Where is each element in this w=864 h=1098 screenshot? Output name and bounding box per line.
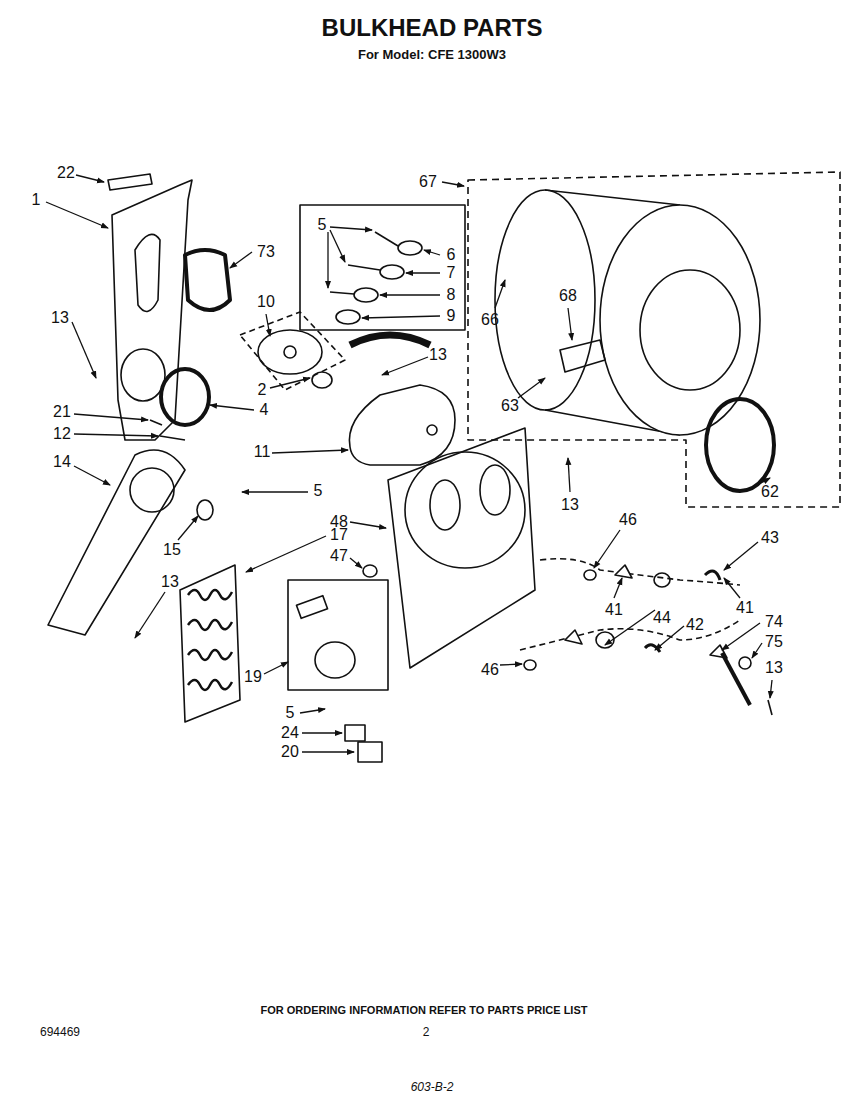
document-number: 694469: [40, 1026, 80, 1039]
page-number: 2: [423, 1026, 430, 1039]
callout-number: 10: [257, 293, 275, 311]
footer-note: FOR ORDERING INFORMATION REFER TO PARTS …: [261, 1004, 588, 1016]
callout-number: 14: [53, 453, 71, 471]
callout-number: 13: [765, 659, 783, 677]
callout-number: 13: [161, 573, 179, 591]
callout-number: 47: [330, 547, 348, 565]
callout-number: 17: [330, 526, 348, 544]
callout-number: 75: [765, 633, 783, 651]
callout-number: 8: [447, 286, 456, 304]
callout-number: 1: [32, 191, 41, 209]
callout-number: 6: [447, 246, 456, 264]
callout-number: 44: [653, 609, 671, 627]
callout-number: 21: [53, 403, 71, 421]
callout-number: 5: [286, 704, 295, 722]
callout-number: 43: [761, 529, 779, 547]
model-note: For Model: CFE 1300W3: [358, 48, 506, 62]
callout-number: 73: [257, 243, 275, 261]
callout-number: 11: [254, 443, 271, 461]
callout-number: 13: [51, 309, 69, 327]
callout-number: 13: [429, 346, 447, 364]
callout-number: 12: [53, 425, 71, 443]
callout-number: 5: [318, 216, 327, 234]
callout-number: 46: [619, 511, 637, 529]
callout-number: 68: [559, 287, 577, 305]
callout-number: 5: [314, 482, 323, 500]
callout-number: 9: [447, 307, 456, 325]
callout-number: 22: [57, 164, 75, 182]
callout-number: 19: [244, 668, 262, 686]
callout-number: 24: [281, 724, 299, 742]
callout-number: 67: [419, 173, 437, 191]
callout-number: 62: [761, 483, 779, 501]
callout-number: 15: [163, 541, 181, 559]
handwritten-code: 603-B-2: [411, 1081, 454, 1094]
callout-number: 42: [686, 616, 704, 634]
callout-number: 46: [481, 661, 499, 679]
callout-number: 13: [561, 496, 579, 514]
callout-number: 2: [258, 381, 267, 399]
callout-number: 41: [605, 601, 623, 619]
callout-number: 4: [260, 401, 269, 419]
diagram-title: BULKHEAD PARTS: [322, 15, 543, 41]
callout-number: 41: [736, 599, 754, 617]
callout-number: 63: [501, 397, 519, 415]
callout-number: 74: [765, 613, 783, 631]
callout-number: 7: [447, 264, 456, 282]
callout-number: 20: [281, 743, 299, 761]
callout-number: 66: [481, 311, 499, 329]
